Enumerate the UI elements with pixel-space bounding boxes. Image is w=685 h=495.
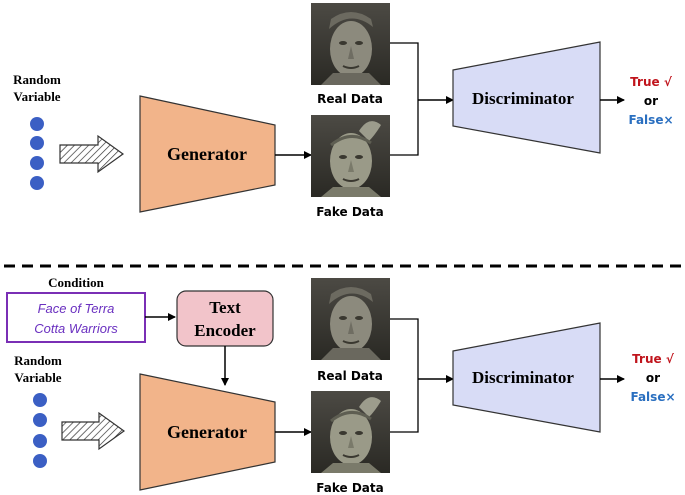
- output-false-label-bottom: False×: [630, 390, 675, 404]
- discriminator-block-bottom: [452, 322, 601, 433]
- output-false-label: False×: [628, 113, 673, 127]
- random-variable-label-bottom-line1: Random: [14, 353, 62, 368]
- fake-data-label-bottom: Fake Data: [316, 481, 383, 495]
- real-connector: [390, 42, 419, 100]
- condition-text-line1: Face of Terra: [38, 301, 115, 316]
- fake-data-label: Fake Data: [316, 205, 383, 219]
- real-data-image-bottom: [311, 278, 390, 360]
- generator-label-bottom: Generator: [167, 422, 247, 442]
- random-variable-dots: [30, 117, 44, 190]
- condition-box: [6, 292, 146, 343]
- output-or-label-bottom: or: [646, 371, 660, 385]
- input-hatched-arrow-bottom: [61, 411, 126, 451]
- bottom-panel: [6, 290, 625, 491]
- output-or-label: or: [644, 94, 658, 108]
- input-hatched-arrow: [59, 134, 125, 174]
- generator-block: [139, 95, 276, 213]
- fake-data-image-bottom: [311, 391, 390, 473]
- output-true-label-bottom: True √: [632, 352, 675, 366]
- discriminator-label: Discriminator: [472, 89, 574, 108]
- text-encoder-label-line1: Text: [209, 298, 241, 317]
- fake-connector: [390, 100, 419, 156]
- random-variable-dots-bottom: [33, 393, 47, 468]
- generator-label: Generator: [167, 144, 247, 164]
- discriminator-block: [452, 41, 601, 154]
- text-encoder-label-line2: Encoder: [194, 321, 256, 340]
- random-variable-label-line2: Variable: [13, 89, 60, 104]
- real-data-image: [311, 3, 390, 85]
- real-data-label: Real Data: [317, 92, 383, 106]
- real-data-label-bottom: Real Data: [317, 369, 383, 383]
- generator-block-bottom: [139, 373, 276, 491]
- fake-data-image: [311, 115, 390, 197]
- random-variable-label-bottom-line2: Variable: [14, 370, 61, 385]
- output-true-label: True √: [630, 75, 673, 89]
- top-panel: [30, 41, 625, 213]
- discriminator-label-bottom: Discriminator: [472, 368, 574, 387]
- condition-label: Condition: [48, 275, 104, 290]
- condition-text-line2: Cotta Warriors: [34, 321, 118, 336]
- fake-connector-bottom: [390, 379, 419, 433]
- real-connector-bottom: [390, 318, 419, 379]
- random-variable-label-line1: Random: [13, 72, 61, 87]
